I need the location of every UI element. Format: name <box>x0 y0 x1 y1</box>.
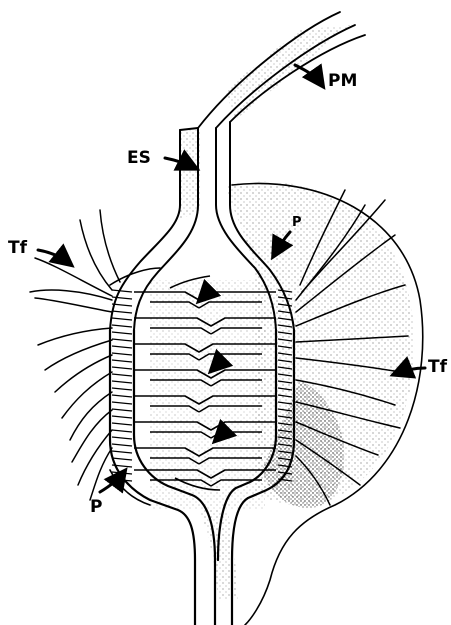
tracheole-left <box>72 410 112 462</box>
hatch-left <box>112 430 132 432</box>
hatch-left <box>112 311 132 313</box>
tracheole-left <box>35 298 112 312</box>
hatch-left <box>112 402 132 404</box>
hatch-left <box>112 332 132 334</box>
hatch-left <box>112 297 132 299</box>
stipple-shading <box>150 25 414 600</box>
hatch-left <box>112 318 132 320</box>
hatch-left <box>112 325 132 327</box>
label-p-top: P <box>292 215 302 230</box>
label-es: ES <box>127 148 151 168</box>
tracheole-left <box>45 340 112 370</box>
label-pm: PM <box>328 71 357 91</box>
hatch-left <box>112 388 132 390</box>
hatch-left <box>112 339 132 341</box>
hatch-left <box>112 423 132 425</box>
tracheole-left <box>38 328 112 345</box>
hatch-left <box>112 395 132 397</box>
hatch-left <box>112 458 132 460</box>
pm-arrow <box>295 65 322 85</box>
hatch-left <box>112 374 132 376</box>
hatch-left <box>112 416 132 418</box>
hatch-left <box>112 353 132 355</box>
hatch-left <box>112 367 132 369</box>
hatch-left <box>112 360 132 362</box>
tracheole-left <box>100 210 120 282</box>
label-tf-right: Tf <box>428 357 448 377</box>
tracheole-left <box>80 220 112 290</box>
label-p-bottom: P <box>90 497 102 517</box>
hatch-left <box>112 346 132 348</box>
hatch-left <box>112 451 132 453</box>
hatch-left <box>112 437 132 439</box>
tracheole-left <box>55 355 112 392</box>
hatch-left <box>112 381 132 383</box>
hatch-left <box>112 290 132 292</box>
hatch-left <box>112 444 132 446</box>
label-tf-left: Tf <box>8 238 28 258</box>
hatch-left <box>112 409 132 411</box>
